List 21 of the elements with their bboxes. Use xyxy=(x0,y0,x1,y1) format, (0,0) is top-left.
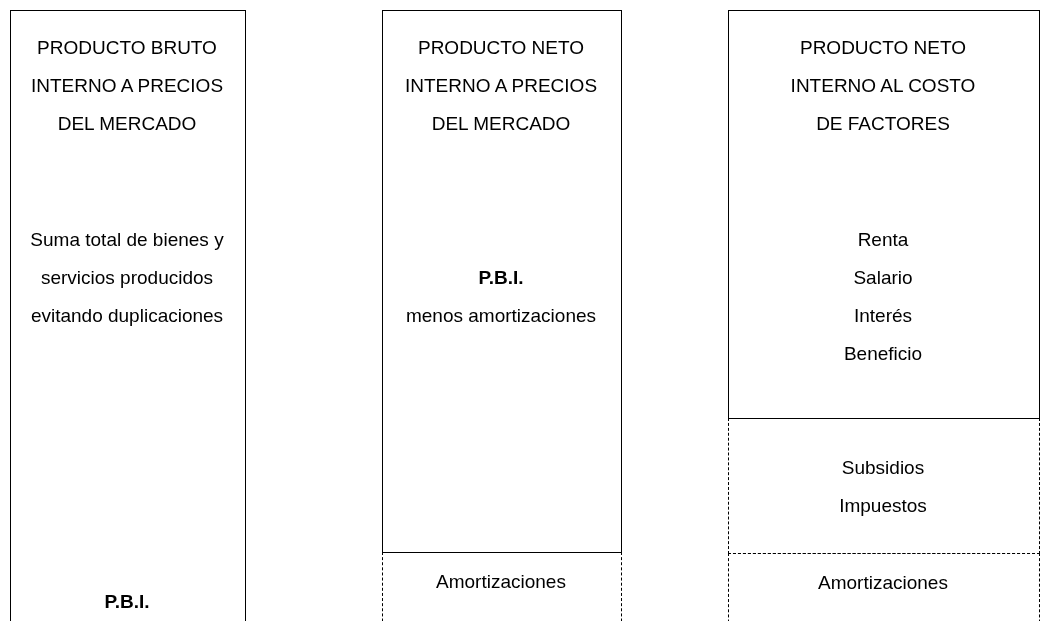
body-text: Salario xyxy=(852,266,914,290)
body-text: Amortizaciones xyxy=(435,570,567,594)
abbreviation-label: P.B.I. xyxy=(477,266,525,290)
dashed-segment-box xyxy=(382,552,622,621)
body-text: Beneficio xyxy=(842,342,924,366)
body-text: Renta xyxy=(856,228,910,252)
body-text: Interés xyxy=(852,304,914,328)
body-text: Amortizaciones xyxy=(817,571,949,595)
dashed-segment-box xyxy=(728,418,1040,554)
body-text: Suma total de bienes y servicios producidos evitando duplicaciones xyxy=(29,228,225,328)
body-text: Impuestos xyxy=(838,494,928,518)
dashed-segment-box xyxy=(728,553,1040,621)
body-text: Subsidios xyxy=(840,456,926,480)
column-heading: PRODUCTO NETO INTERNO AL COSTO DE FACTORES xyxy=(789,36,977,136)
column-box xyxy=(382,10,622,553)
column-box xyxy=(10,10,246,621)
body-text: menos amortizaciones xyxy=(404,304,598,328)
column-heading: PRODUCTO NETO INTERNO A PRECIOS DEL MERCADO xyxy=(403,36,599,136)
column-box xyxy=(728,10,1040,419)
abbreviation-label: P.B.I. xyxy=(103,590,151,614)
column-heading: PRODUCTO BRUTO INTERNO A PRECIOS DEL MERCADO xyxy=(29,36,225,136)
